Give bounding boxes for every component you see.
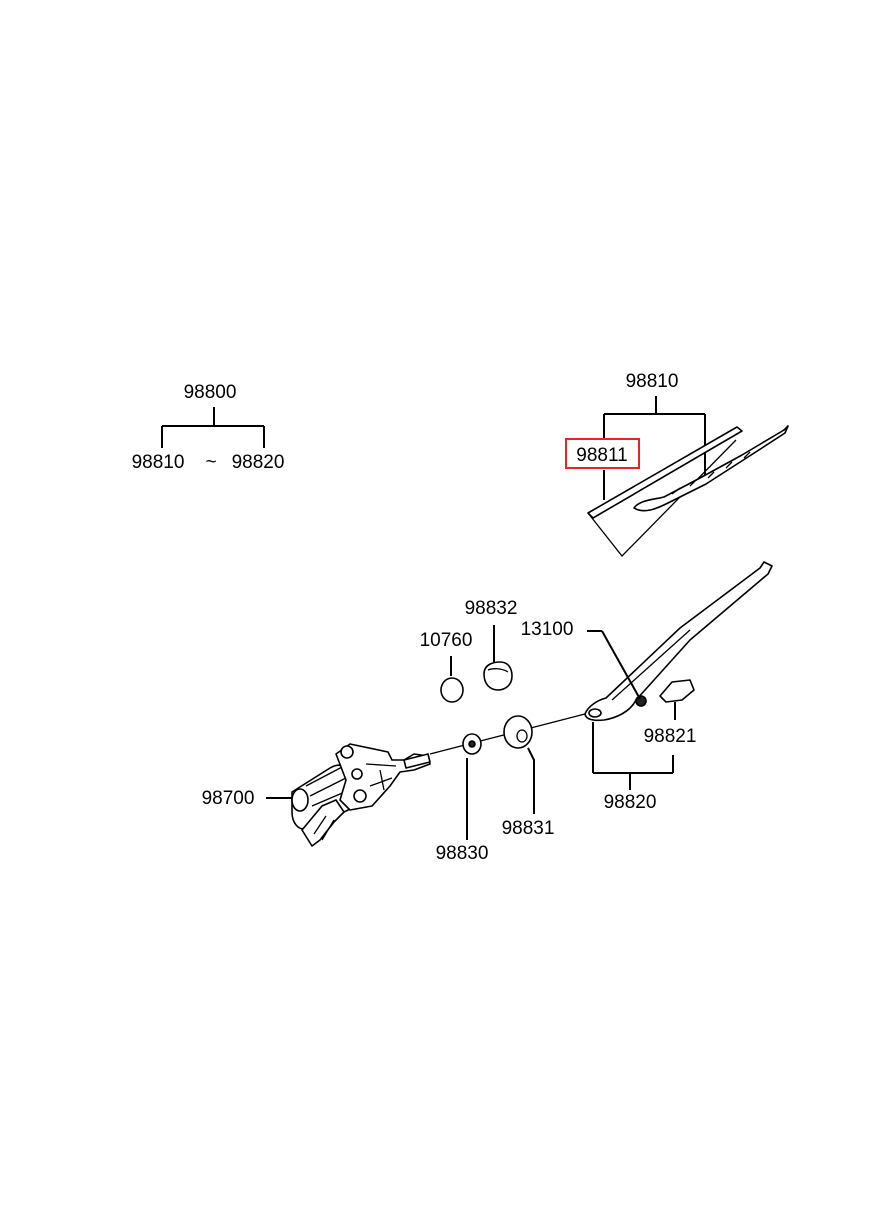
grommet-98831-inner <box>516 729 528 743</box>
blade-frame-claws <box>671 451 751 495</box>
wiper-motor-endcap <box>291 788 309 812</box>
gearbox-boss-top <box>340 745 354 759</box>
washer-cap-10760 <box>440 677 464 703</box>
wiper-arm-pivot-hole <box>588 708 602 718</box>
wiper-arm-crease <box>611 629 691 701</box>
wiper-blade-group: 98810 98811 <box>565 371 789 557</box>
label-98820-range[interactable]: 98820 <box>232 452 285 473</box>
label-98830[interactable]: 98830 <box>436 843 489 864</box>
nut-13100 <box>635 695 647 707</box>
label-98810[interactable]: 98810 <box>626 371 679 392</box>
label-98831[interactable]: 98831 <box>502 818 555 839</box>
wiper-motor-group: 98700 <box>202 743 431 847</box>
wiper-motor-output-shaft <box>403 753 431 769</box>
label-98800[interactable]: 98800 <box>184 382 237 403</box>
bracket-slots <box>313 815 335 841</box>
wiper-motor-bracket <box>301 799 345 847</box>
cap-98832-rim <box>487 668 509 673</box>
caps-group: 10760 98832 <box>420 598 518 703</box>
wiper-blade-frame <box>633 425 789 512</box>
highlight-box-98811 <box>565 438 640 469</box>
shaft-parts-group: 98830 98831 <box>429 713 586 864</box>
label-98811[interactable]: 98811 <box>576 445 627 466</box>
label-98700[interactable]: 98700 <box>202 788 255 809</box>
label-98821[interactable]: 98821 <box>644 726 697 747</box>
label-10760[interactable]: 10760 <box>420 630 473 651</box>
assembly-bracket: 98800 98810 ~ 98820 <box>132 382 285 473</box>
gearbox-detail-lines <box>365 763 397 791</box>
cap-98832 <box>483 661 513 691</box>
wiper-arm-group: 13100 98821 98820 <box>521 561 773 813</box>
label-98810-range[interactable]: 98810 <box>132 452 185 473</box>
washer-98830-hole <box>468 740 476 748</box>
label-98820[interactable]: 98820 <box>604 792 657 813</box>
arm-cover-98821 <box>659 679 695 703</box>
label-13100[interactable]: 13100 <box>521 619 574 640</box>
label-98832[interactable]: 98832 <box>465 598 518 619</box>
gearbox-boss-middle <box>351 768 363 780</box>
gearbox-boss-bottom <box>353 789 367 803</box>
label-tilde: ~ <box>205 452 216 473</box>
